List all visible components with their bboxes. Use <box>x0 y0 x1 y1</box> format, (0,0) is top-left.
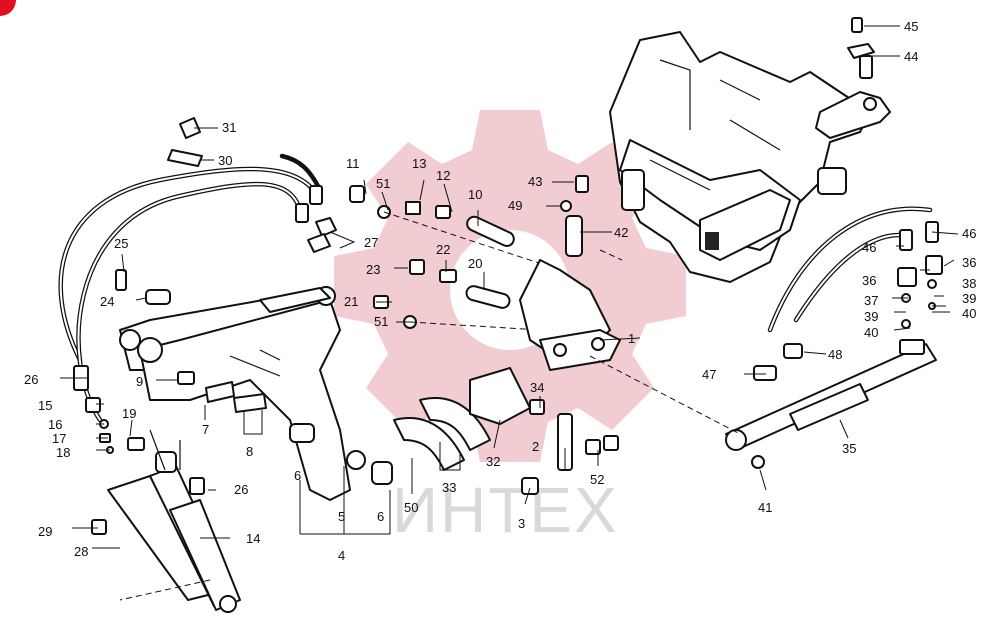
callout-18: 18 <box>56 445 70 460</box>
callout-8: 8 <box>246 444 253 459</box>
lift-cylinder-14 <box>107 429 241 613</box>
callout-9: 9 <box>136 374 143 389</box>
callout-44: 44 <box>904 49 918 64</box>
callout-50: 50 <box>404 500 418 515</box>
callout-45: 45 <box>904 19 918 34</box>
callout-5: 5 <box>338 509 345 524</box>
callout-labels: 1 2 3 4 5 6 6 7 8 9 10 11 12 13 14 15 16… <box>24 19 976 563</box>
callout-52: 52 <box>590 472 604 487</box>
callout-48: 48 <box>828 347 842 362</box>
callout-17: 17 <box>52 431 66 446</box>
callout-51b: 51 <box>374 314 388 329</box>
hoses-left <box>58 153 337 423</box>
callout-43: 43 <box>528 174 542 189</box>
callout-30: 30 <box>218 153 232 168</box>
callout-40b: 40 <box>962 306 976 321</box>
watermark-text: ИНТЕХ <box>392 474 619 546</box>
callout-7: 7 <box>202 422 209 437</box>
callout-19: 19 <box>122 406 136 421</box>
leader-lines <box>60 25 959 601</box>
callout-11: 11 <box>346 156 360 171</box>
lift-arm-assembly <box>119 286 393 501</box>
callout-32: 32 <box>486 454 500 469</box>
callout-26a: 26 <box>24 372 38 387</box>
callout-51a: 51 <box>376 176 390 191</box>
callout-26b: 26 <box>234 482 248 497</box>
callout-1: 1 <box>628 331 635 346</box>
callout-41: 41 <box>758 500 772 515</box>
callout-38: 38 <box>962 276 976 291</box>
callout-23: 23 <box>366 262 380 277</box>
callout-24: 24 <box>100 294 114 309</box>
callout-47: 47 <box>702 367 716 382</box>
callout-28: 28 <box>74 544 88 559</box>
callout-39b: 39 <box>962 291 976 306</box>
callout-29: 29 <box>38 524 52 539</box>
callout-37: 37 <box>864 293 878 308</box>
callout-31: 31 <box>222 120 236 135</box>
callout-21: 21 <box>344 294 358 309</box>
callout-10: 10 <box>468 187 482 202</box>
callout-3: 3 <box>518 516 525 531</box>
callout-34: 34 <box>530 380 544 395</box>
callout-2: 2 <box>532 439 539 454</box>
callout-36a: 36 <box>862 273 876 288</box>
callout-13: 13 <box>412 156 426 171</box>
callout-46a: 46 <box>862 240 876 255</box>
callout-27: 27 <box>364 235 378 250</box>
callout-25: 25 <box>114 236 128 251</box>
callout-39a: 39 <box>864 309 878 324</box>
callout-33: 33 <box>442 480 456 495</box>
callout-15: 15 <box>38 398 52 413</box>
callout-46b: 46 <box>962 226 976 241</box>
callout-40a: 40 <box>864 325 878 340</box>
callout-20: 20 <box>468 256 482 271</box>
callout-36b: 36 <box>962 255 976 270</box>
watermark-gear <box>334 110 686 462</box>
callout-6b: 6 <box>377 509 384 524</box>
tractor-frame <box>609 31 871 283</box>
callout-42: 42 <box>614 225 628 240</box>
callout-22: 22 <box>436 242 450 257</box>
callout-6a: 6 <box>294 468 301 483</box>
corner-marker <box>0 0 16 16</box>
callout-35: 35 <box>842 441 856 456</box>
callout-4: 4 <box>338 548 345 563</box>
bracket-1 <box>519 175 621 371</box>
callout-16: 16 <box>48 417 62 432</box>
callout-14: 14 <box>246 531 260 546</box>
callout-49: 49 <box>508 198 522 213</box>
steering-cylinder-35 <box>725 206 943 469</box>
callout-12: 12 <box>436 168 450 183</box>
bracket-44 <box>815 17 891 139</box>
pins-and-bolts-center <box>349 185 561 331</box>
